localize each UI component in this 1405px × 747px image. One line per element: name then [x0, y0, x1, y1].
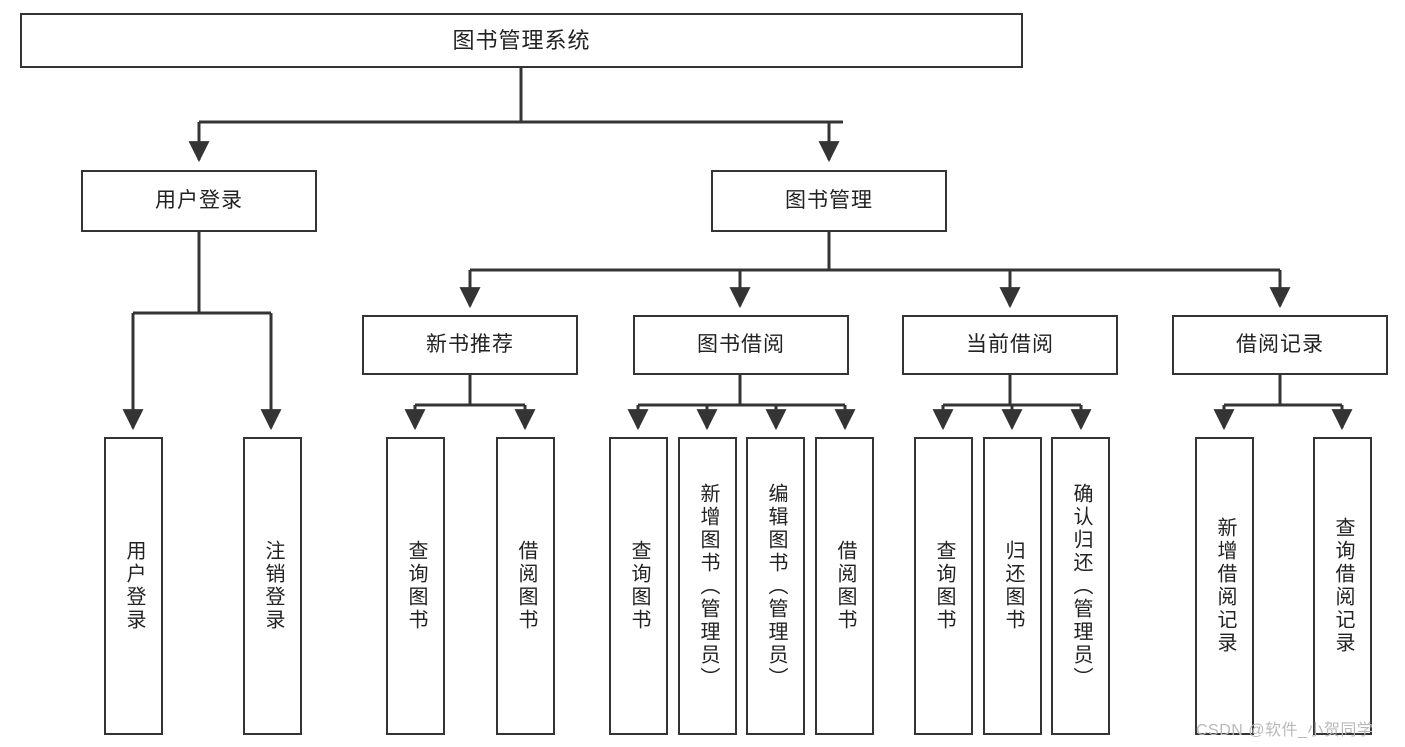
node-label: 查询图书	[933, 540, 955, 632]
leaf-record-query[interactable]: 查询借阅记录	[1313, 437, 1372, 735]
leaf-borrow-edit-book[interactable]: 编辑图书（管理员）	[746, 437, 805, 735]
csdn-watermark: CSDN @软件_小贺同学	[1196, 722, 1374, 739]
node-label: 图书借阅	[697, 332, 785, 356]
node-label: 图书管理系统	[452, 27, 591, 53]
node-label: 新书推荐	[426, 332, 514, 356]
node-label: 新增图书（管理员）	[697, 482, 719, 690]
node-borrow-record[interactable]: 借阅记录	[1172, 315, 1388, 375]
node-label: 查询借阅记录	[1332, 517, 1354, 655]
node-label: 归还图书	[1002, 540, 1024, 632]
node-label: 借阅图书	[515, 540, 537, 632]
node-label: 注销登录	[262, 540, 284, 632]
node-label: 编辑图书（管理员）	[765, 482, 787, 690]
leaf-new-book-query[interactable]: 查询图书	[386, 437, 445, 735]
node-label: 借阅记录	[1236, 332, 1324, 356]
leaf-user-login-logout[interactable]: 注销登录	[243, 437, 302, 735]
node-label: 图书管理	[785, 188, 873, 212]
node-label: 查询图书	[628, 540, 650, 632]
node-label: 用户登录	[155, 188, 243, 212]
leaf-user-login-login[interactable]: 用户登录	[104, 437, 163, 735]
node-label: 用户登录	[123, 540, 145, 632]
leaf-current-query-book[interactable]: 查询图书	[914, 437, 973, 735]
node-root-system[interactable]: 图书管理系统	[20, 13, 1023, 68]
leaf-record-add[interactable]: 新增借阅记录	[1195, 437, 1254, 735]
node-user-login[interactable]: 用户登录	[81, 170, 317, 232]
node-label: 新增借阅记录	[1214, 517, 1236, 655]
node-new-book-recommend[interactable]: 新书推荐	[362, 315, 578, 375]
node-book-borrow[interactable]: 图书借阅	[633, 315, 849, 375]
leaf-current-return-book[interactable]: 归还图书	[983, 437, 1042, 735]
leaf-borrow-borrow-book[interactable]: 借阅图书	[815, 437, 874, 735]
node-label: 当前借阅	[966, 332, 1054, 356]
node-label: 借阅图书	[834, 540, 856, 632]
leaf-borrow-query-book[interactable]: 查询图书	[609, 437, 668, 735]
leaf-new-book-borrow[interactable]: 借阅图书	[496, 437, 555, 735]
node-label: 查询图书	[405, 540, 427, 632]
node-current-borrow[interactable]: 当前借阅	[902, 315, 1118, 375]
node-label: 确认归还（管理员）	[1070, 482, 1092, 690]
leaf-borrow-add-book[interactable]: 新增图书（管理员）	[678, 437, 737, 735]
node-book-management[interactable]: 图书管理	[711, 170, 947, 232]
leaf-current-confirm-return[interactable]: 确认归还（管理员）	[1051, 437, 1110, 735]
